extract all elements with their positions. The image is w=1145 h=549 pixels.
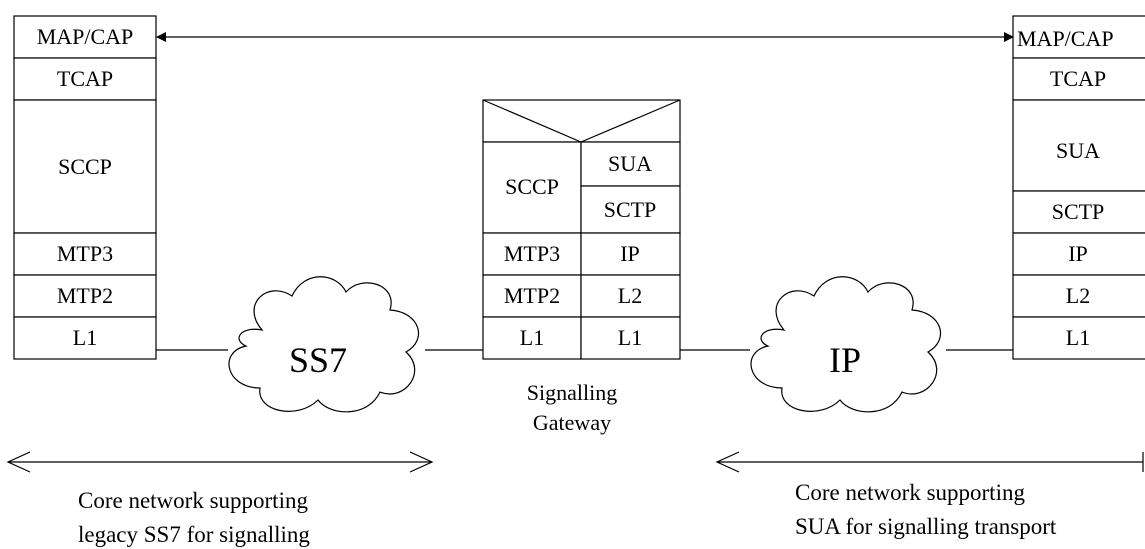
right-layer-label: MAP/CAP [1017,26,1114,51]
ip-cloud-shape [750,276,942,413]
gateway-layer-label: L1 [618,325,642,350]
left-layer-label: SCCP [58,154,112,179]
gateway-layer-label: MTP3 [504,241,560,266]
left-span-arrowhead-right [409,451,434,473]
gateway-layer-label: SUA [608,151,652,176]
left-layer-label: MTP3 [57,241,113,266]
ip-cloud-label: IP [829,340,861,380]
right-layer-label: IP [1068,241,1088,266]
gateway-layer-label: IP [620,241,640,266]
ss7-cloud-shape [228,276,420,413]
right-layer-label: L2 [1066,283,1090,308]
left-layer-map-cap [13,15,157,59]
gateway-right-sctp [580,185,681,234]
gateway-caption-line1: Signalling [527,380,617,405]
gateway-layer-label: L2 [618,283,642,308]
left-layer-tcap [13,57,157,101]
gateway-layer-label: L1 [520,325,544,350]
gateway-layer-label: SCTP [604,197,657,222]
left-layer-mtp3 [13,232,157,276]
signalling-gateway: SCCP MTP3 MTP2 L1 SUA SCTP IP L2 L1 Sign… [482,99,681,435]
right-caption-line2: SUA for signalling transport [795,514,1057,539]
right-layer-map-cap [1012,15,1145,59]
right-layer-label: SUA [1056,138,1100,163]
right-layer-l1 [1012,316,1145,360]
left-layer-label: MTP2 [57,283,113,308]
right-layer-label: L1 [1066,325,1090,350]
gateway-layer-label: MTP2 [504,283,560,308]
right-layer-label: SCTP [1052,199,1105,224]
right-span-arrowhead-left [715,451,740,473]
ss7-cloud-label: SS7 [289,340,347,380]
gateway-top-box [482,99,681,143]
ip-cloud: IP [750,276,942,413]
gateway-right-l1 [580,316,681,360]
left-caption-line2: legacy SS7 for signalling [78,522,310,547]
left-caption-line1: Core network supporting [78,488,308,513]
right-layer-sua [1012,99,1145,192]
gateway-layer-label: SCCP [505,174,559,199]
left-layer-label: MAP/CAP [37,24,134,49]
gateway-caption-line2: Gateway [533,410,611,435]
left-span-arrow [6,451,434,473]
left-protocol-stack: MAP/CAP TCAP SCCP MTP3 MTP2 L1 [13,15,157,360]
right-span-arrow [715,451,1144,473]
gateway-right-l2 [580,274,681,318]
right-layer-label: TCAP [1050,66,1106,91]
right-protocol-stack: MAP/CAP TCAP SUA SCTP IP L2 L1 [1012,15,1145,360]
left-span-arrowhead-left [6,451,31,473]
gateway-left-l1 [482,316,582,360]
left-layer-l1 [13,316,157,360]
left-layer-label: L1 [73,325,97,350]
ss7-cloud: SS7 [228,276,420,413]
right-caption-line1: Core network supporting [795,480,1025,505]
left-layer-label: TCAP [57,66,113,91]
left-layer-sccp [13,99,157,234]
gateway-left-mtp3 [482,232,582,276]
right-layer-l2 [1012,274,1145,318]
